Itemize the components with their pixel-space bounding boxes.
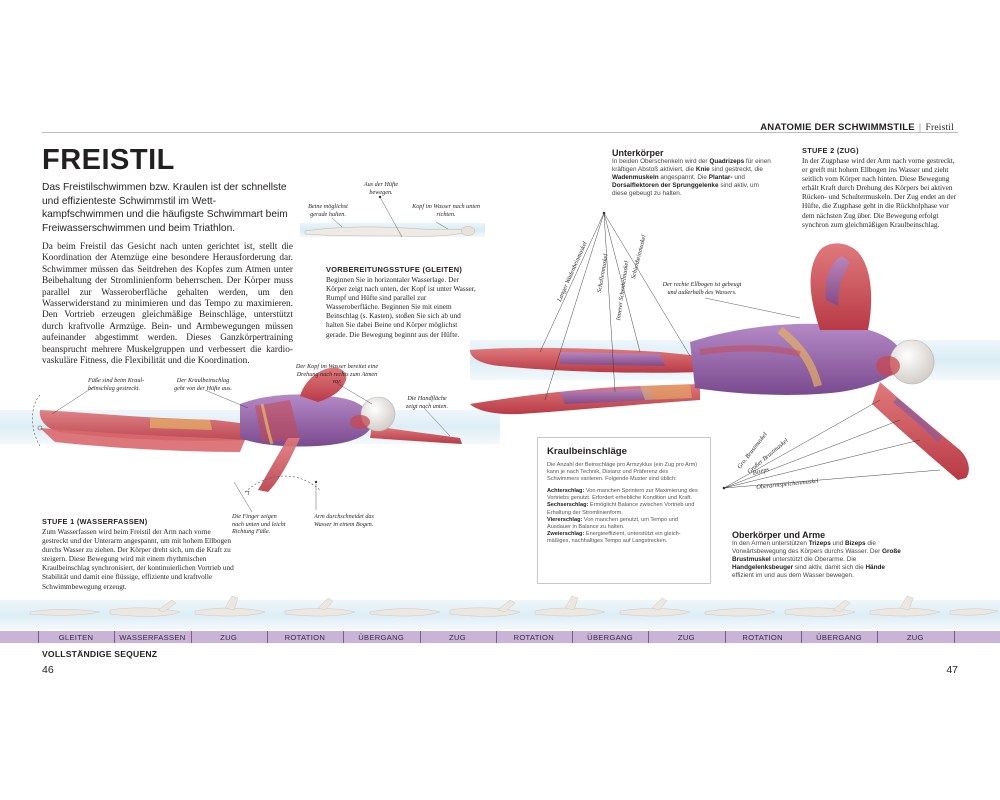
page-title: FREISTIL — [42, 144, 175, 176]
sequence-step: ROTATION — [513, 633, 555, 642]
running-head-section: ANATOMIE DER SCHWIMMSTILE — [760, 122, 915, 133]
running-head-chapter: Freistil — [925, 123, 954, 133]
stage2-heading: STUFE 2 (ZUG) — [802, 146, 859, 155]
oberkoerper-heading: Oberkörper und Arme — [732, 530, 826, 540]
label-elbow: Der rechte Ellbogen ist gebeugt und auße… — [662, 281, 742, 296]
sequence-tick — [38, 631, 39, 643]
glide-figure — [300, 223, 485, 237]
page-number-left: 46 — [42, 664, 54, 676]
sequence-step: ROTATION — [284, 633, 326, 642]
sequence-step: ZUG — [906, 633, 924, 642]
oberkoerper-block: Oberkörper und Arme In den Armen unterst… — [732, 530, 902, 580]
kraul-box: Kraulbeinschläge Die Anzahl der Beinschl… — [537, 437, 711, 584]
kraul-item: Viererschlag: Von manchen genutzt, um Te… — [547, 516, 679, 530]
sequence-tick — [877, 631, 879, 643]
sequence-step: ZUG — [677, 633, 695, 642]
prep-text: Beginnen Sie in horizontaler Wasserlage.… — [326, 275, 476, 339]
sequence-step: ZUG — [220, 633, 238, 642]
sequence-step: ÜBERGANG — [358, 633, 405, 642]
sequence-tick — [648, 631, 650, 643]
body-text: Da beim Freistil das Gesicht nach unten … — [42, 242, 293, 367]
sequence-bar — [0, 631, 1000, 643]
label-head-turn: Der Kopf im Wasser bereitet eine Drehung… — [295, 363, 379, 386]
page-number-right: 47 — [946, 664, 958, 676]
stage1-text: Zum Wasserfassen wird beim Freistil der … — [42, 527, 234, 591]
label-kick: Der Kraul­beinschlag geht von der Hüfte … — [174, 377, 232, 392]
sequence-tick — [495, 631, 497, 643]
sequence-heading: VOLLSTÄNDIGE SEQUENZ — [42, 649, 158, 659]
upper-leader-lines — [723, 399, 941, 489]
sequence-tick — [953, 631, 955, 643]
label-arm-arc: Arm durchschneidet das Wasser in einem B… — [314, 513, 374, 528]
sequence-step: GLEITEN — [58, 633, 94, 642]
unterkoerper-text: In beiden Oberschenkeln wird der Quadriz… — [612, 158, 771, 198]
label-glide-head: Kopf im Wasser nach unten richten. — [412, 203, 480, 218]
kraul-heading: Kraulbeinschläge — [547, 446, 627, 457]
kraul-item: Zweierschlag: Energieeffizient, unterstü… — [547, 530, 681, 544]
sequence-tick — [572, 631, 574, 643]
prep-block: VORBEREITUNGSSTUFE (GLEITEN) Beginnen Si… — [326, 265, 476, 339]
sequence-tick — [343, 631, 345, 643]
lower-leader-lines — [539, 212, 691, 401]
stage2-figure — [470, 243, 969, 480]
stage2-text: In der Zugphase wird der Arm nach vorne … — [802, 156, 957, 229]
sequence-tick — [724, 631, 726, 643]
kraul-item: Achterschlag: Von manchen Sprintern zur … — [547, 488, 698, 502]
intro-text: Das Freistilschwimmen bzw. Kraulen ist d… — [42, 182, 288, 234]
sequence-tick — [114, 631, 116, 643]
oberkoerper-text: In den Armen unterstützen Trizeps und Bi… — [732, 540, 901, 580]
sequence-step: ÜBERGANG — [816, 633, 862, 642]
stage1-heading: STUFE 1 (WASSERFASSEN) — [42, 517, 148, 526]
label-feet: Füße sind beim Kraul­beinschlag gestreck… — [88, 377, 145, 392]
sequence-step: ÜBERGANG — [587, 633, 634, 642]
label-palm: Die Handfläche zeigt nach unten. — [405, 395, 449, 410]
prep-heading: VORBEREITUNGSSTUFE (GLEITEN) — [326, 265, 463, 274]
running-head: ANATOMIE DER SCHWIMMSTILE|Freistil — [760, 122, 954, 133]
sequence-tick — [190, 631, 192, 643]
stage1-figure — [39, 367, 462, 492]
running-head-separator: | — [918, 122, 922, 133]
sequence-tick — [419, 631, 421, 643]
sequence-step: ROTATION — [742, 633, 783, 642]
sequence-tick — [801, 631, 802, 643]
unterkoerper-block: Unterkörper In beiden Oberschenkeln wird… — [612, 148, 772, 198]
sequence-figures — [29, 595, 999, 617]
sequence-step: ZUG — [449, 633, 466, 642]
stage2-block: STUFE 2 (ZUG) In der Zugphase wird der A… — [802, 146, 958, 229]
stage1-block: STUFE 1 (WASSERFASSEN) Zum Wasserfassen … — [42, 517, 236, 591]
label-fingers: Die Finger zeigen nach unten und leicht … — [232, 513, 286, 536]
sequence-step: WASSERFASSEN — [119, 633, 186, 642]
label-glide-hip: Aus der Hüfte bewegen. — [363, 181, 399, 196]
header-rule — [42, 132, 958, 133]
label-glide-legs: Beine möglichst gerade halten. — [308, 203, 348, 218]
kraul-intro: Die Anzahl der Beinschläge pro Armzyklus… — [547, 462, 698, 483]
unterkoerper-heading: Unterkörper — [612, 148, 664, 158]
kraul-item: Sechserschlag: Ermöglicht Balance zwisch… — [547, 502, 695, 516]
sequence-tick — [266, 631, 268, 643]
